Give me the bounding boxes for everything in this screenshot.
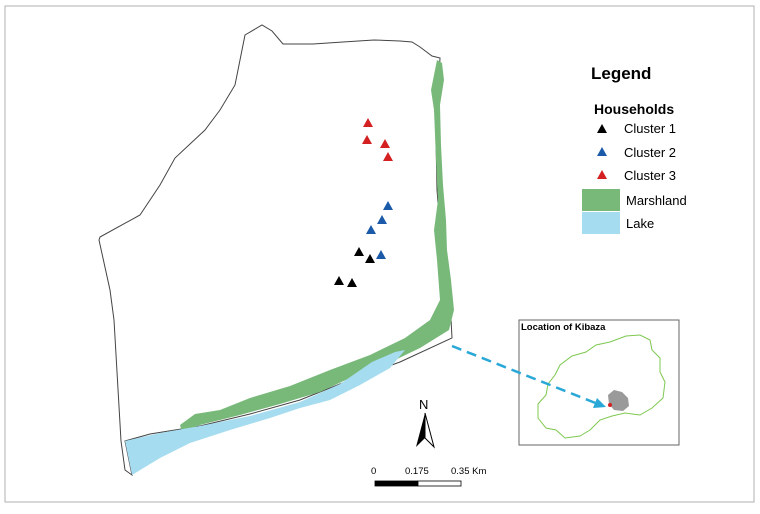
cluster-1-point bbox=[354, 247, 364, 256]
cluster-1-point bbox=[347, 278, 357, 287]
cluster-1-points bbox=[334, 247, 375, 287]
cluster-2-point bbox=[383, 201, 393, 210]
cluster-3-points bbox=[362, 118, 393, 161]
inset-title: Location of Kibaza bbox=[521, 322, 606, 333]
lake-area bbox=[125, 350, 405, 475]
inset-site-marker bbox=[608, 403, 612, 407]
legend-cluster-2-label: Cluster 2 bbox=[624, 145, 677, 160]
cluster-3-point bbox=[362, 135, 372, 144]
scale-label-start: 0 bbox=[371, 466, 377, 477]
legend-marshland-label: Marshland bbox=[626, 193, 687, 208]
scale-label-end: 0.35 Km bbox=[451, 466, 487, 477]
cluster-1-point bbox=[365, 254, 375, 263]
scale-bar bbox=[374, 480, 462, 487]
inset-country-outline bbox=[537, 334, 666, 439]
legend-subtitle: Households bbox=[594, 101, 675, 117]
inset-site-area bbox=[608, 390, 629, 411]
cluster-1-point bbox=[334, 276, 344, 285]
legend-cluster-1-symbol bbox=[597, 124, 607, 133]
north-arrow-label: N bbox=[419, 397, 429, 412]
legend-title: Legend bbox=[591, 64, 652, 83]
outer-frame bbox=[4, 5, 755, 503]
cluster-2-point bbox=[366, 225, 376, 234]
location-pointer-arrow bbox=[451, 344, 599, 406]
legend-cluster-3-symbol bbox=[597, 170, 607, 179]
cluster-2-point bbox=[376, 250, 386, 259]
legend-lake-label: Lake bbox=[626, 216, 655, 231]
legend-cluster-1-label: Cluster 1 bbox=[624, 121, 677, 136]
cluster-3-point bbox=[363, 118, 373, 127]
cluster-2-point bbox=[377, 215, 387, 224]
legend-cluster-2-symbol bbox=[597, 147, 607, 156]
legend-marshland-swatch bbox=[582, 189, 620, 211]
location-pointer-arrowhead bbox=[593, 398, 606, 408]
cluster-3-point bbox=[383, 152, 393, 161]
scale-label-mid: 0.175 bbox=[405, 466, 429, 477]
north-arrow bbox=[416, 412, 435, 449]
legend-cluster-3-label: Cluster 3 bbox=[624, 168, 677, 183]
cluster-2-points bbox=[366, 201, 393, 259]
study-area-boundary bbox=[98, 24, 453, 477]
legend-lake-swatch bbox=[582, 212, 620, 234]
cluster-3-point bbox=[380, 139, 390, 148]
